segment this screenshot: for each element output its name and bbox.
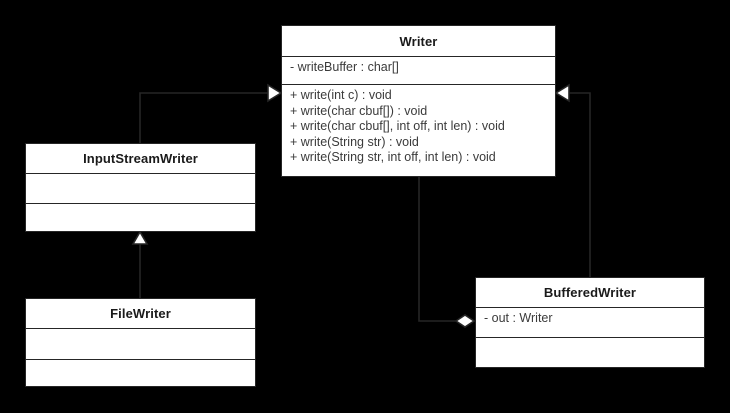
methods-compartment-filewriter (26, 360, 255, 386)
methods-compartment-writer: + write(int c) : void + write(char cbuf[… (282, 85, 555, 176)
method-item: + write(char cbuf[], int off, int len) :… (290, 119, 505, 134)
class-name-inputstreamwriter: InputStreamWriter (26, 144, 255, 174)
class-box-inputstreamwriter[interactable]: InputStreamWriter (25, 143, 256, 232)
class-name-filewriter: FileWriter (26, 299, 255, 329)
attribute-item: - writeBuffer : char[] (290, 60, 399, 74)
class-box-filewriter[interactable]: FileWriter (25, 298, 256, 387)
attributes-compartment-inputstreamwriter (26, 174, 255, 204)
hollow-triangle-arrowhead-icon (554, 83, 570, 103)
class-box-writer[interactable]: Writer - writeBuffer : char[] + write(in… (281, 25, 556, 177)
attributes-compartment-writer: - writeBuffer : char[] (282, 57, 555, 85)
method-item: + write(String str) : void (290, 134, 419, 149)
method-item: + write(String str, int off, int len) : … (290, 150, 496, 165)
class-box-bufferedwriter[interactable]: BufferedWriter - out : Writer (475, 277, 705, 368)
methods-compartment-inputstreamwriter (26, 204, 255, 231)
methods-compartment-bufferedwriter (476, 338, 704, 367)
method-item: + write(char cbuf[]) : void (290, 103, 428, 118)
generalization-bufferedwriter-to-writer (554, 83, 591, 277)
attributes-compartment-filewriter (26, 329, 255, 360)
attributes-compartment-bufferedwriter: - out : Writer (476, 308, 704, 338)
aggregation-writer-to-bufferedwriter (418, 177, 476, 328)
class-name-bufferedwriter: BufferedWriter (476, 278, 704, 308)
class-name-writer: Writer (282, 26, 555, 57)
hollow-triangle-arrowhead-icon (267, 83, 283, 103)
hollow-diamond-arrowhead-icon (454, 314, 476, 328)
attribute-item: - out : Writer (484, 311, 553, 325)
method-item: + write(int c) : void (290, 88, 392, 102)
generalization-filewriter-to-inputstreamwriter (131, 230, 149, 298)
hollow-triangle-arrowhead-icon (131, 230, 149, 245)
generalization-inputstreamwriter-to-writer (139, 83, 283, 143)
